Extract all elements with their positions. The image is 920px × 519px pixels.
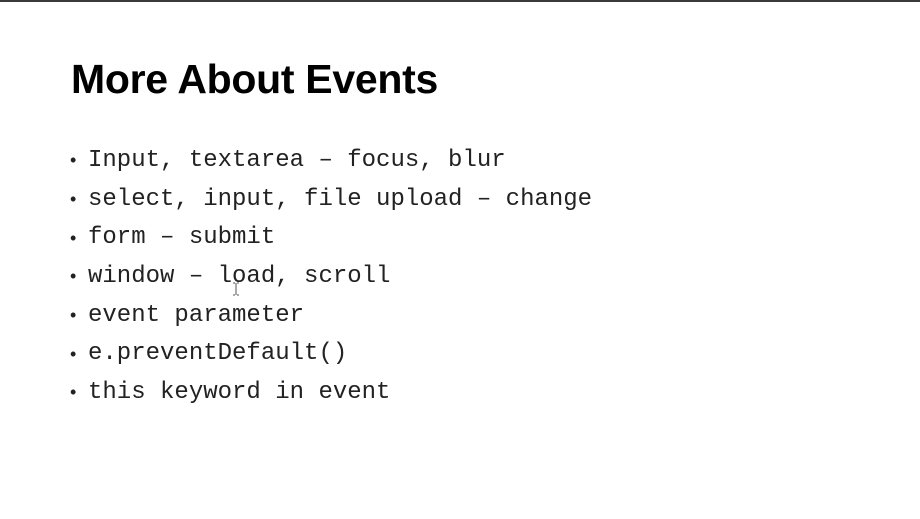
list-item: • Input, textarea – focus, blur xyxy=(70,141,592,180)
window-top-border xyxy=(0,0,920,2)
bullet-text: event parameter xyxy=(88,301,305,329)
bullet-icon: • xyxy=(70,266,77,287)
bullet-icon: • xyxy=(70,150,77,171)
list-item: • form – submit xyxy=(70,218,592,257)
list-item: • event parameter xyxy=(70,296,592,335)
list-item: • e.preventDefault() xyxy=(70,334,592,373)
list-item: • this keyword in event xyxy=(70,373,592,412)
bullet-text: form – submit xyxy=(88,224,276,252)
bullet-text: e.preventDefault() xyxy=(88,340,348,368)
list-item: • select, input, file upload – change xyxy=(70,180,592,219)
list-item: • window – load, scroll xyxy=(70,257,592,296)
bullet-text: window – load, scroll xyxy=(88,262,391,290)
text-cursor-icon xyxy=(233,282,239,296)
bullet-icon: • xyxy=(70,189,77,210)
bullet-text: this keyword in event xyxy=(88,378,391,406)
bullet-text: Input, textarea – focus, blur xyxy=(88,146,506,174)
bullet-icon: • xyxy=(70,343,77,364)
bullet-text: select, input, file upload – change xyxy=(88,185,593,213)
slide-title: More About Events xyxy=(71,56,438,102)
bullet-icon: • xyxy=(70,227,77,248)
bullet-icon: • xyxy=(70,305,77,326)
bullet-list: • Input, textarea – focus, blur • select… xyxy=(70,141,592,412)
bullet-icon: • xyxy=(70,382,77,403)
